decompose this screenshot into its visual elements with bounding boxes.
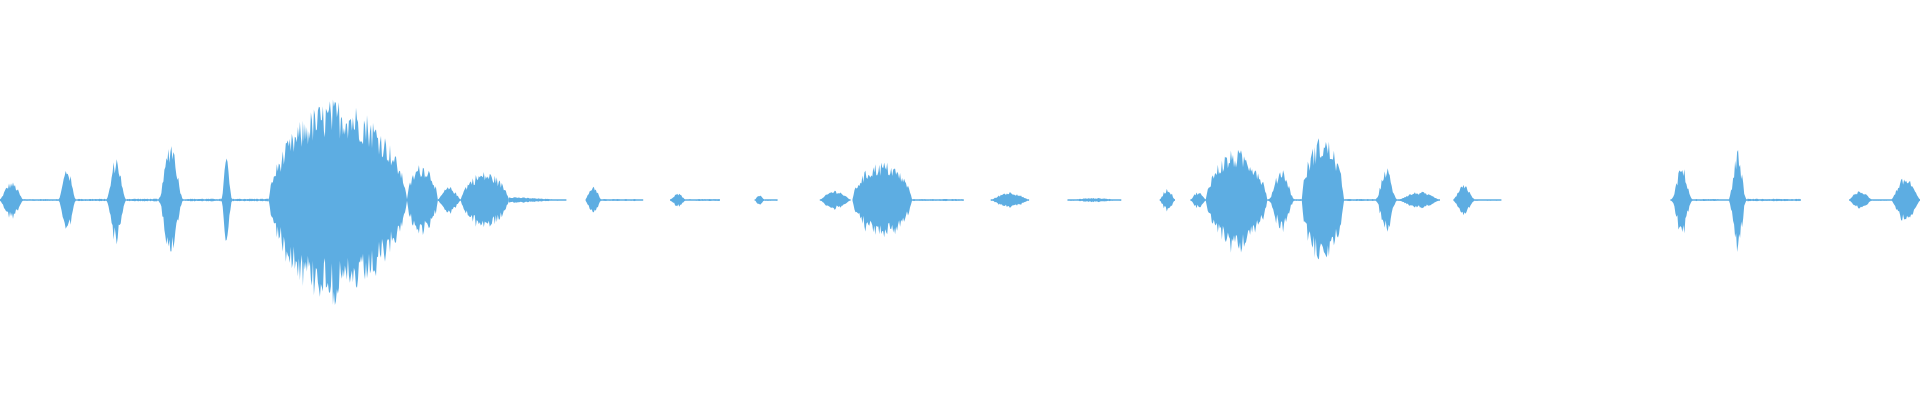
waveform-segment	[685, 199, 720, 201]
waveform-segment	[585, 186, 601, 213]
waveform-segment	[1397, 191, 1440, 209]
waveform-segment	[1344, 199, 1375, 202]
waveform-segment	[819, 190, 851, 210]
waveform-segment	[105, 159, 127, 245]
waveform-segment	[1205, 149, 1268, 253]
waveform-segment	[184, 198, 221, 202]
waveform-segment	[1728, 150, 1748, 252]
waveform-segment	[1301, 138, 1344, 260]
waveform-segment	[1872, 199, 1892, 201]
waveform-segment	[1190, 192, 1206, 209]
waveform-trace	[0, 99, 1920, 305]
waveform-segment	[76, 198, 106, 202]
waveform-segment	[157, 146, 185, 252]
waveform-segment	[1296, 199, 1302, 201]
waveform-segment	[1747, 198, 1801, 202]
waveform-segment	[220, 158, 233, 241]
waveform-segment	[1267, 170, 1296, 233]
waveform-segment	[1670, 169, 1694, 234]
waveform-segment	[1453, 184, 1475, 216]
waveform-segment	[1159, 188, 1175, 212]
waveform-segment	[852, 162, 912, 238]
waveform-segment	[754, 195, 765, 205]
waveform-segment	[1693, 199, 1728, 202]
waveform-segment	[670, 193, 686, 207]
waveform-segment	[1474, 199, 1502, 201]
waveform-segment	[912, 199, 964, 202]
waveform-segment	[407, 165, 438, 235]
waveform-segment	[764, 199, 778, 201]
waveform-segment	[1067, 198, 1122, 203]
waveform-segment	[460, 172, 509, 228]
waveform-segment	[1374, 168, 1398, 232]
waveform-segment	[268, 99, 407, 305]
waveform-segment	[1891, 178, 1920, 221]
waveform-segment	[437, 186, 461, 214]
waveform-segment	[23, 199, 58, 201]
waveform-segment	[57, 171, 77, 229]
waveform-segment	[126, 198, 158, 202]
waveform-segment	[1849, 191, 1872, 209]
waveform-segment	[508, 197, 567, 203]
waveform-segment	[0, 182, 23, 219]
waveform-segment	[990, 192, 1030, 208]
waveform-segment	[601, 199, 644, 202]
waveform-segment	[232, 198, 269, 202]
